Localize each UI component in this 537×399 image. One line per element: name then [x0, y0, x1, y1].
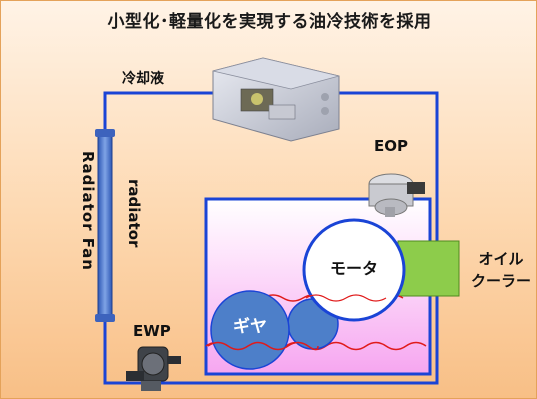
motor-label: モータ: [330, 259, 379, 278]
coolant-label: 冷却液: [122, 71, 164, 87]
radiator-label: radiator: [125, 179, 143, 248]
oil-cooler: [397, 240, 460, 297]
motor-circle: [302, 218, 406, 322]
oil-cooler-label: オイル クーラー: [461, 248, 536, 292]
gear-label: ギヤ: [233, 317, 267, 337]
oil-cooler-label-line2: クーラー: [470, 272, 531, 290]
oil-pump-icon: [368, 173, 425, 217]
ewp-label: EWP: [133, 322, 171, 340]
large-gear: [210, 290, 290, 370]
eop-label: EOP: [374, 137, 408, 155]
diagram-title: 小型化･軽量化を実現する油冷技術を採用: [107, 12, 432, 32]
radiator-fan-label: Radiator Fan: [79, 151, 97, 271]
water-pump-icon: [126, 346, 181, 391]
inverter-unit-icon: [212, 57, 340, 142]
oil-cooler-label-line1: オイル: [478, 250, 524, 268]
radiator-core-icon: [95, 129, 115, 322]
